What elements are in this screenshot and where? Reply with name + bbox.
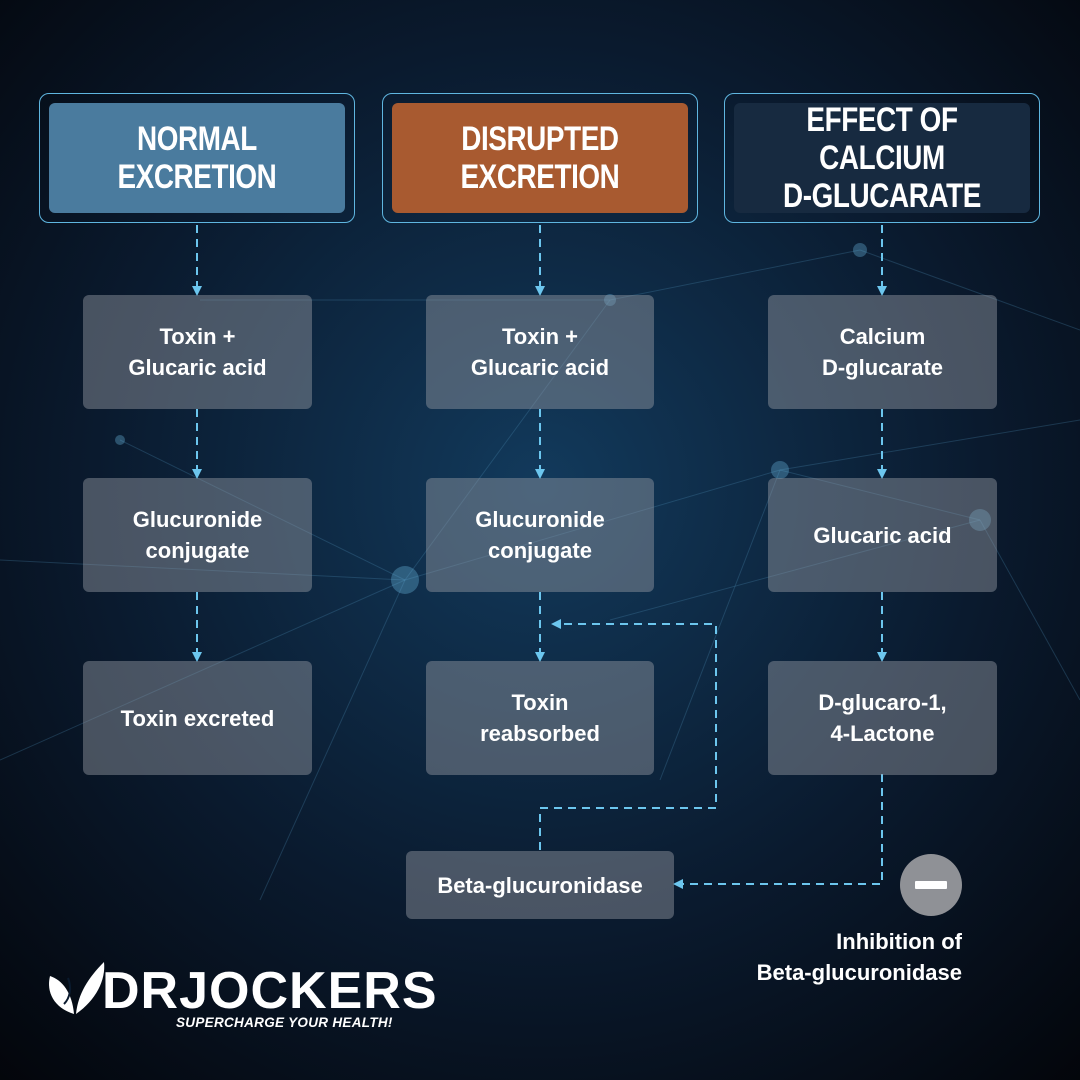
brand-logo: DRJOCKERS SUPERCHARGE YOUR HEALTH! [44,958,444,1038]
step-label: Toxin excreted [120,705,275,731]
step-label: Glucuronide conjugate [475,507,605,563]
header-disrupted-excretion: DISRUPTED EXCRETION [382,93,698,223]
step-normal-toxin-glucaric: Toxin + Glucaric acid [83,295,312,409]
header-disrupted-fill: DISRUPTED EXCRETION [392,103,688,213]
step-label: Calcium D-glucarate [821,324,944,380]
step-effect-calcium-d-glucarate: Calcium D-glucarate [768,295,997,409]
enzyme-beta-glucuronidase: Beta-glucuronidase [406,851,674,919]
header-disrupted-label: DISRUPTED EXCRETION [460,120,620,196]
step-effect-glucaric-acid: Glucaric acid [768,478,997,592]
header-normal-label: NORMAL EXCRETION [117,120,277,196]
step-label: Toxin reabsorbed [480,690,600,746]
header-normal-fill: NORMAL EXCRETION [49,103,345,213]
minus-bar [915,881,947,889]
step-label: D-glucaro-1, 4-Lactone [818,690,947,746]
enzyme-label: Beta-glucuronidase [437,872,643,898]
header-normal-excretion: NORMAL EXCRETION [39,93,355,223]
step-normal-excreted: Toxin excreted [83,661,312,775]
step-disrupted-conjugate: Glucuronide conjugate [426,478,654,592]
header-effect-fill: EFFECT OF CALCIUM D-GLUCARATE [734,101,1030,215]
minus-circle-icon [900,854,962,916]
brand-tagline: SUPERCHARGE YOUR HEALTH! [176,1015,393,1030]
step-label: Glucaric acid [813,522,952,548]
header-effect-label: EFFECT OF CALCIUM D-GLUCARATE [783,101,981,215]
step-normal-conjugate: Glucuronide conjugate [83,478,312,592]
leaf-dna-icon [49,962,105,1014]
step-label: Toxin + Glucaric acid [128,324,267,380]
step-label: Toxin + Glucaric acid [470,324,610,380]
brand-name: DRJOCKERS [102,962,438,1020]
step-disrupted-reabsorbed: Toxin reabsorbed [426,661,654,775]
inhibition-label: Inhibition of Beta-glucuronidase [756,929,962,985]
step-label: Glucuronide conjugate [132,507,263,563]
header-effect-calcium-d-glucarate: EFFECT OF CALCIUM D-GLUCARATE [724,93,1040,223]
step-disrupted-toxin-glucaric: Toxin + Glucaric acid [426,295,654,409]
step-effect-lactone: D-glucaro-1, 4-Lactone [768,661,997,775]
